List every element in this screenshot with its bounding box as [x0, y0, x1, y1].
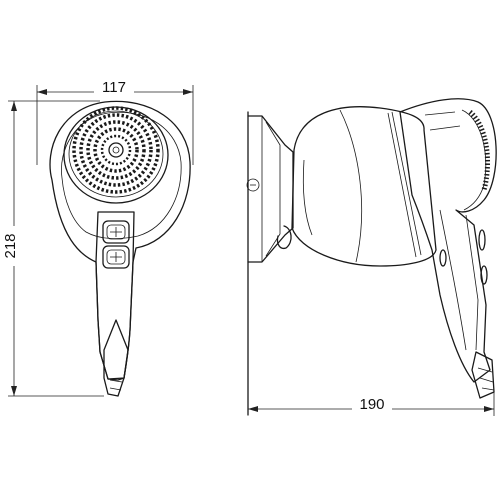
height-label: 218 — [2, 233, 19, 258]
height-dimension: 218 — [2, 100, 104, 397]
grille-ring-2 — [79, 113, 153, 187]
ball-seam-3 — [387, 112, 417, 258]
front-button-top — [102, 220, 130, 244]
side-button-3 — [480, 265, 488, 285]
depth-label: 190 — [359, 396, 384, 413]
grille-center-ring — [108, 142, 124, 158]
ball-housing — [291, 106, 437, 267]
height-label-bg — [2, 226, 18, 266]
wall-screw — [246, 178, 260, 192]
grille-ring-outer — [72, 106, 160, 194]
front-nozzle-ring — [63, 106, 169, 204]
side-view — [246, 98, 497, 416]
grille-ring-3 — [86, 120, 146, 180]
depth-arrow-right — [484, 406, 494, 412]
front-nozzle-ring-inner — [68, 110, 164, 198]
width-arrow-left — [37, 89, 47, 95]
ball-seam-4 — [302, 159, 313, 236]
side-button-1 — [439, 249, 447, 267]
side-cord-ribs — [477, 367, 495, 391]
bracket-inner-contour — [265, 121, 281, 257]
front-mount-shell — [49, 100, 191, 381]
front-button-top-mark — [110, 227, 122, 237]
width-arrow-right — [183, 89, 193, 95]
wall-bracket — [247, 115, 294, 263]
front-button-bottom-inner — [106, 249, 126, 265]
height-arrow-top — [11, 101, 17, 111]
front-view — [49, 100, 191, 397]
dryer-body — [399, 98, 497, 383]
front-mount-inner — [61, 111, 182, 240]
width-dimension: 117 — [36, 79, 194, 165]
side-cord-outlet — [471, 351, 495, 399]
front-cord-outlet — [103, 319, 129, 397]
width-label: 117 — [102, 79, 126, 96]
handle-front-edge — [439, 209, 467, 351]
handle-rear-edge — [465, 214, 479, 351]
depth-dimension: 190 — [248, 392, 495, 416]
body-ridges — [424, 111, 461, 131]
ball-seam-1 — [339, 109, 363, 263]
front-cord-ribs — [109, 379, 123, 391]
grille-ring-4 — [93, 127, 139, 173]
ball-seam-2 — [391, 111, 422, 256]
nozzle-grille — [468, 110, 491, 191]
front-button-bottom-mark — [110, 252, 122, 262]
front-handle — [95, 211, 135, 380]
front-button-top-inner — [106, 224, 126, 240]
grille-center-dot — [112, 146, 120, 154]
depth-arrow-left — [248, 406, 258, 412]
depth-label-bg — [352, 397, 392, 411]
side-button-2 — [478, 229, 486, 251]
nozzle-outline — [461, 109, 487, 211]
hinge-knob — [276, 225, 292, 250]
height-arrow-bottom — [11, 386, 17, 396]
grille-ring-5 — [100, 134, 132, 166]
front-button-bottom — [102, 245, 130, 269]
width-label-bg — [94, 80, 134, 94]
